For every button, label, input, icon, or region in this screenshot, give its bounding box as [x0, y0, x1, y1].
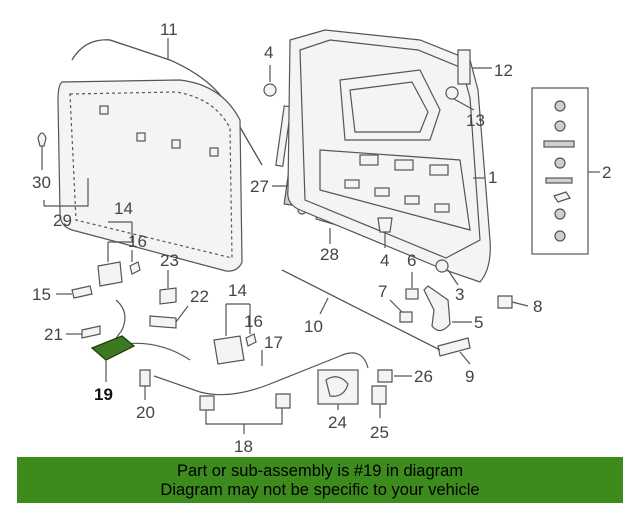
banner-line-2: Diagram may not be specific to your vehi…: [160, 481, 480, 499]
callout-5: 5: [474, 313, 483, 332]
latch-nut-part: [435, 259, 449, 273]
callout-16-left: 16: [128, 232, 147, 251]
callout-2: 2: [602, 163, 611, 182]
bolt-part: [71, 285, 93, 299]
callout-22: 22: [190, 287, 209, 306]
fastener-kit-part: [531, 87, 589, 255]
hinge-bracket-part: [457, 49, 471, 85]
banner-line-1: Part or sub-assembly is #19 in diagram: [176, 462, 464, 480]
latch-bolt-part: [399, 311, 413, 323]
callout-19: 19: [94, 385, 113, 404]
callout-21: 21: [44, 325, 63, 344]
buffer-part: [405, 288, 419, 300]
callout-8: 8: [533, 297, 542, 316]
callout-10: 10: [304, 317, 323, 336]
callout-12: 12: [494, 61, 513, 80]
callout-9: 9: [465, 367, 474, 386]
callout-1: 1: [488, 168, 497, 187]
callout-3: 3: [455, 285, 464, 304]
connector-part: [149, 315, 177, 329]
release-cable-part: [153, 352, 369, 396]
cable-bolt-part: [377, 369, 393, 383]
bracket-nut-part: [445, 86, 459, 100]
callout-24: 24: [328, 413, 347, 432]
latch-bracket-part: [437, 337, 471, 357]
latch-housing-part: [213, 335, 245, 365]
cable-clip-part-2: [275, 393, 291, 409]
hood-release-bracket-part: [90, 299, 191, 361]
callout-27: 27: [250, 177, 269, 196]
clip-part: [81, 325, 101, 339]
hood-insulation-part: [57, 79, 243, 272]
callout-14-left: 14: [114, 199, 133, 218]
callout-13: 13: [466, 111, 485, 130]
insulation-clip-part: [37, 132, 47, 147]
callout-28: 28: [320, 245, 339, 264]
info-banner: Part or sub-assembly is #19 in diagram D…: [17, 457, 623, 503]
retainer-part: [139, 369, 151, 387]
callout-4-top: 4: [264, 43, 273, 62]
callout-11: 11: [160, 20, 178, 39]
callout-4-bottom: 4: [380, 251, 389, 270]
hood-latch-part: [423, 285, 451, 332]
callout-25: 25: [370, 423, 389, 442]
retainer-clip-part: [497, 295, 513, 309]
callout-17: 17: [264, 333, 283, 352]
release-handle-part: [97, 261, 123, 287]
callout-30: 30: [32, 173, 51, 192]
screw-part-2: [245, 333, 257, 347]
cover-part: [159, 287, 177, 305]
cable-clip-part: [199, 395, 215, 411]
callout-14-right: 14: [228, 281, 247, 300]
callout-18: 18: [234, 437, 253, 456]
callout-26: 26: [414, 367, 433, 386]
callout-6: 6: [407, 251, 416, 270]
callout-15: 15: [32, 285, 51, 304]
callout-29: 29: [53, 211, 72, 230]
cable-guide-part: [371, 385, 387, 405]
screw-part: [129, 261, 141, 275]
callout-20: 20: [136, 403, 155, 422]
hood-panel-part: [287, 29, 491, 283]
callout-16-right: 16: [244, 312, 263, 331]
strut-ball-stud-part: [263, 83, 277, 97]
callout-23: 23: [160, 251, 179, 270]
warning-label-part: [317, 369, 359, 405]
callout-7: 7: [378, 282, 387, 301]
hood-bumper-part: [377, 217, 393, 233]
